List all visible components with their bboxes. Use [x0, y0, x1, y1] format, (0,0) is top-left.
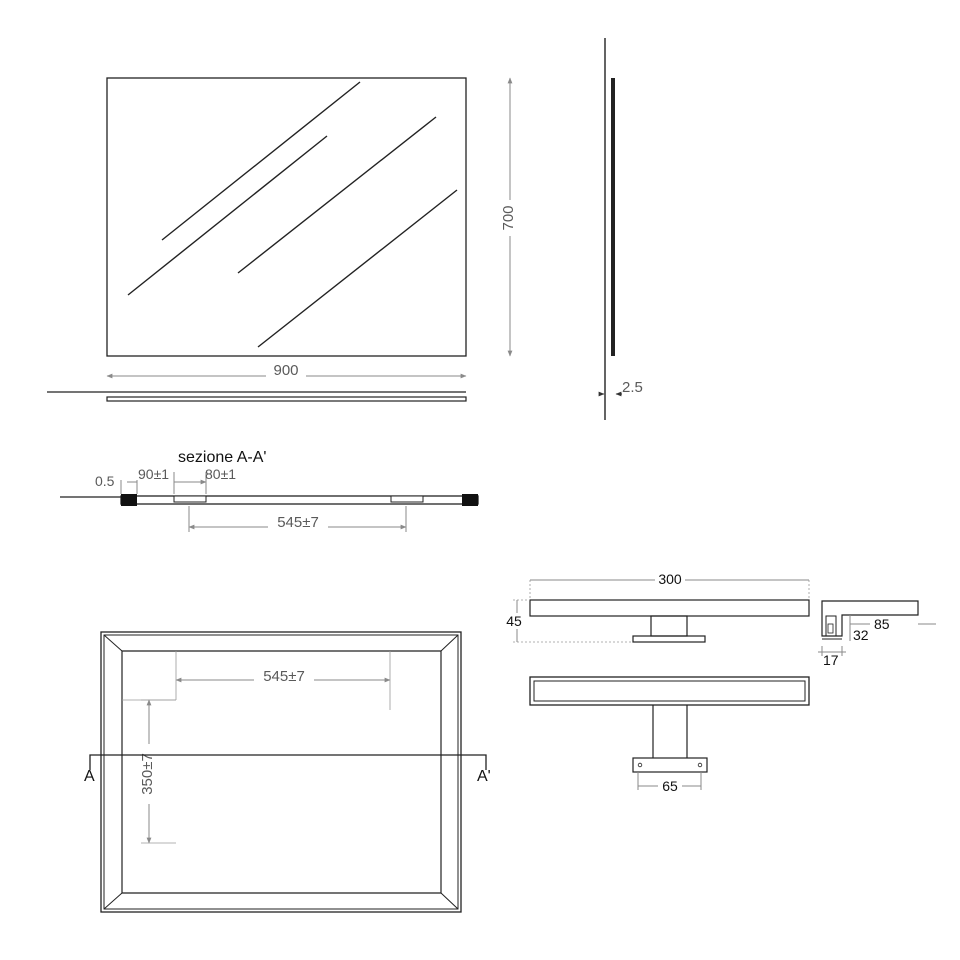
section-view: sezione A-A' 0.5 90±1 80±1 545±7 — [60, 449, 479, 532]
back-panel — [121, 650, 442, 894]
mirror-top-edge — [106, 396, 467, 402]
section-spacing-label: 545±7 — [277, 514, 319, 531]
lamp-bar-label: 32 — [853, 627, 869, 643]
section-left-frame — [121, 494, 137, 506]
bracket-label: 80±1 — [205, 466, 236, 482]
lamp-stem-front — [650, 615, 688, 637]
height-label: 700 — [500, 205, 517, 230]
back-height-label: 350±7 — [139, 753, 156, 795]
lamp-side-profile — [821, 600, 919, 637]
thickness-label: 2.5 — [622, 379, 643, 396]
mirror-side-profile — [611, 78, 615, 356]
section-marker-left: A — [84, 768, 95, 785]
offset-label: 90±1 — [138, 466, 169, 482]
section-bracket-left — [173, 495, 207, 503]
back-outer-frame — [100, 631, 462, 913]
edge-label: 0.5 — [95, 473, 115, 489]
lamp-bar-top — [529, 676, 810, 706]
glass-reflection-lines — [127, 81, 458, 348]
front-view: 900 700 — [47, 77, 519, 402]
back-view: 545±7 350±7 A A' — [84, 631, 491, 913]
lamp-side-view: 85 32 17 — [818, 600, 936, 668]
lamp-depth-label: 85 — [874, 616, 890, 632]
lamp-bar-top-inner — [533, 680, 806, 702]
width-label: 900 — [273, 362, 298, 379]
back-spacing-label: 545±7 — [263, 668, 305, 685]
lamp-stem-top — [652, 705, 688, 758]
lamp-base-front — [632, 635, 706, 643]
lamp-mount-label: 17 — [823, 652, 839, 668]
section-right-frame — [462, 494, 478, 506]
lamp-base-label: 65 — [662, 778, 678, 794]
mirror-front-outline — [106, 77, 467, 357]
section-title: sezione A-A' — [178, 449, 266, 466]
side-view: 2.5 — [598, 38, 643, 420]
lamp-top-view: 65 — [529, 676, 810, 794]
section-bracket-right — [390, 495, 424, 503]
lamp-bar-front — [529, 599, 810, 617]
section-cut-line — [89, 754, 487, 770]
lamp-base-top — [632, 757, 708, 773]
section-marker-right: A' — [477, 768, 491, 785]
lamp-height-label: 45 — [506, 613, 522, 629]
back-inner-frame — [103, 634, 459, 910]
lamp-length-label: 300 — [658, 571, 682, 587]
lamp-front-view: 300 45 — [503, 571, 810, 643]
